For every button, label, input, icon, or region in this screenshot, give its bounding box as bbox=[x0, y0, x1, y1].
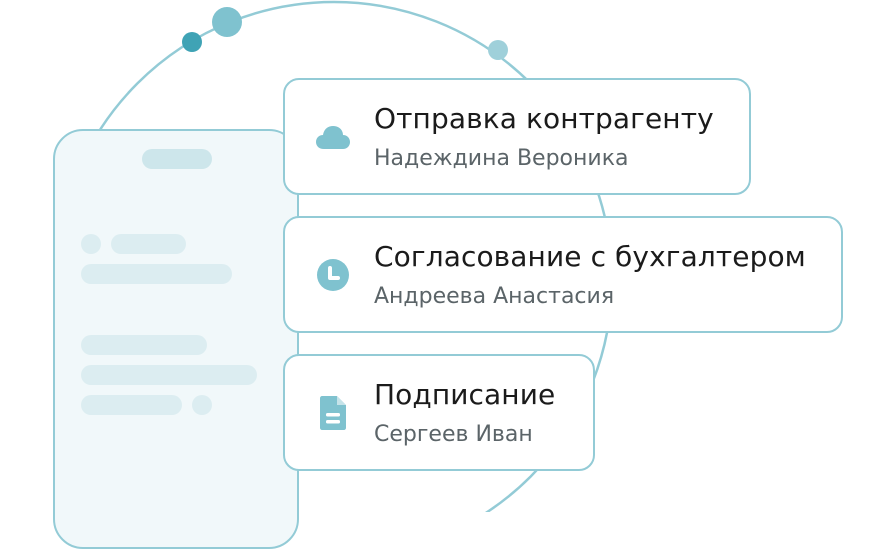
phone-notch bbox=[142, 149, 212, 169]
step-title: Отправка контрагенту bbox=[374, 102, 714, 135]
skeleton-dot bbox=[81, 234, 101, 254]
document-icon bbox=[315, 395, 351, 431]
orbit-dot-small-dark bbox=[182, 32, 202, 52]
step-title: Подписание bbox=[374, 378, 556, 411]
step-assignee: Сергеев Иван bbox=[374, 422, 533, 447]
step-title: Согласование с бухгалтером bbox=[374, 240, 806, 273]
workflow-step-card[interactable]: Согласование с бухгалтером Андреева Анас… bbox=[283, 216, 843, 333]
workflow-step-card[interactable]: Подписание Сергеев Иван bbox=[283, 354, 595, 471]
skeleton-dot bbox=[192, 395, 212, 415]
skeleton-line bbox=[111, 234, 186, 254]
step-assignee: Надеждина Вероника bbox=[374, 146, 629, 171]
clock-icon bbox=[315, 257, 351, 293]
orbit-dot-small-light bbox=[488, 40, 508, 60]
skeleton-line bbox=[81, 335, 207, 355]
skeleton-line bbox=[81, 264, 232, 284]
orbit-dot-large bbox=[212, 7, 242, 37]
skeleton-line bbox=[81, 395, 182, 415]
step-assignee: Андреева Анастасия bbox=[374, 284, 615, 309]
skeleton-line bbox=[81, 365, 257, 385]
workflow-step-card[interactable]: Отправка контрагенту Надеждина Вероника bbox=[283, 78, 751, 195]
cloud-icon bbox=[315, 119, 351, 155]
phone-mockup bbox=[53, 129, 299, 549]
